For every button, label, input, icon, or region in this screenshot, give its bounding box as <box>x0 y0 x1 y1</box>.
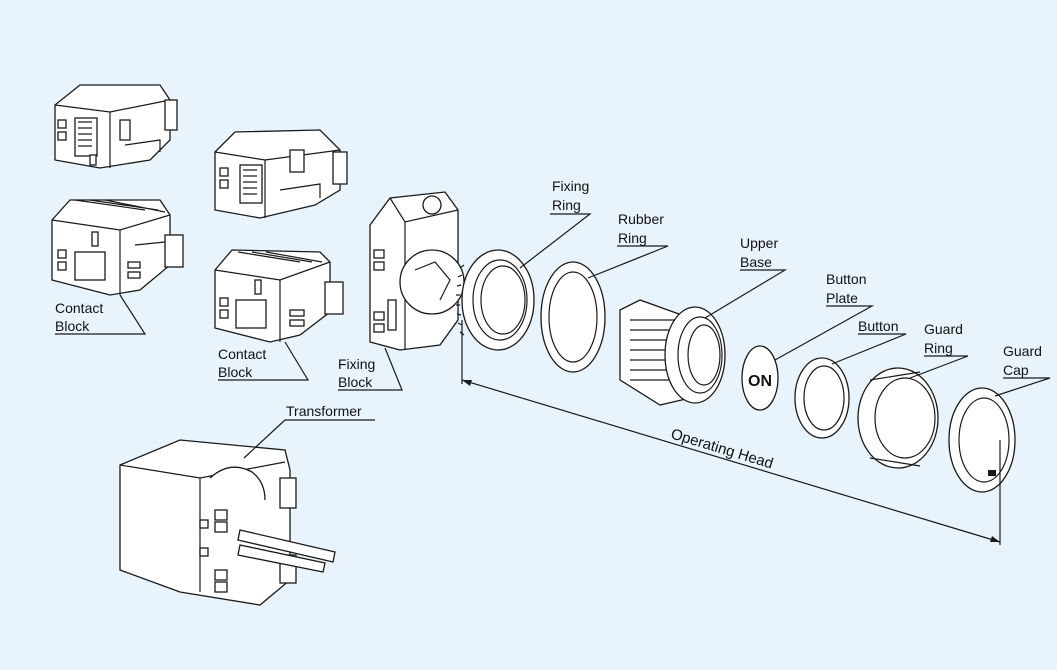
leader-lines <box>55 213 1051 459</box>
fixing-ring-label-line-2: Ring <box>552 197 581 213</box>
contact-block-label-1-line-2: Block <box>55 318 90 334</box>
contact-block-label-2-line-1: Contact <box>218 346 266 362</box>
fixing-ring-label-line-1: Fixing <box>552 178 589 194</box>
rubber-ring-label-line-1: Rubber <box>618 211 664 227</box>
guard-ring <box>857 367 939 469</box>
operating-head-label: Operating Head <box>669 426 775 473</box>
button-part <box>794 357 850 439</box>
fixing-block <box>369 191 465 351</box>
button-plate-text: ON <box>748 373 772 390</box>
upper-base-label-line-2: Base <box>740 254 772 270</box>
contact-block-label-1-line-1: Contact <box>55 300 103 316</box>
button-plate-label-line-2: Plate <box>826 290 858 306</box>
fixing-block-label-line-2: Block <box>338 374 373 390</box>
guard-cap <box>948 387 1016 493</box>
contact-block-label-2-line-2: Block <box>218 364 253 380</box>
transformer <box>119 439 336 606</box>
contact-block-top-left <box>54 84 178 169</box>
fixing-ring <box>456 249 535 351</box>
operating-head-dimension <box>461 320 1001 545</box>
contact-block-middle-upper <box>214 129 348 219</box>
button-label: Button <box>858 318 898 334</box>
contact-block-middle-lower <box>214 249 344 343</box>
fixing-block-label-line-1: Fixing <box>338 356 375 372</box>
contact-block-left-lower <box>51 199 184 296</box>
guard-ring-label-line-2: Ring <box>924 340 953 356</box>
button-plate-label-line-1: Button <box>826 271 866 287</box>
transformer-label: Transformer <box>286 403 362 419</box>
rubber-ring <box>540 261 606 373</box>
guard-cap-label-line-2: Cap <box>1003 362 1029 378</box>
guard-ring-label-line-1: Guard <box>924 321 963 337</box>
rubber-ring-label-line-2: Ring <box>618 230 647 246</box>
guard-cap-label-line-1: Guard <box>1003 343 1042 359</box>
upper-base-label-line-1: Upper <box>740 235 778 251</box>
upper-base <box>619 299 726 406</box>
button-plate: ON <box>741 345 779 411</box>
